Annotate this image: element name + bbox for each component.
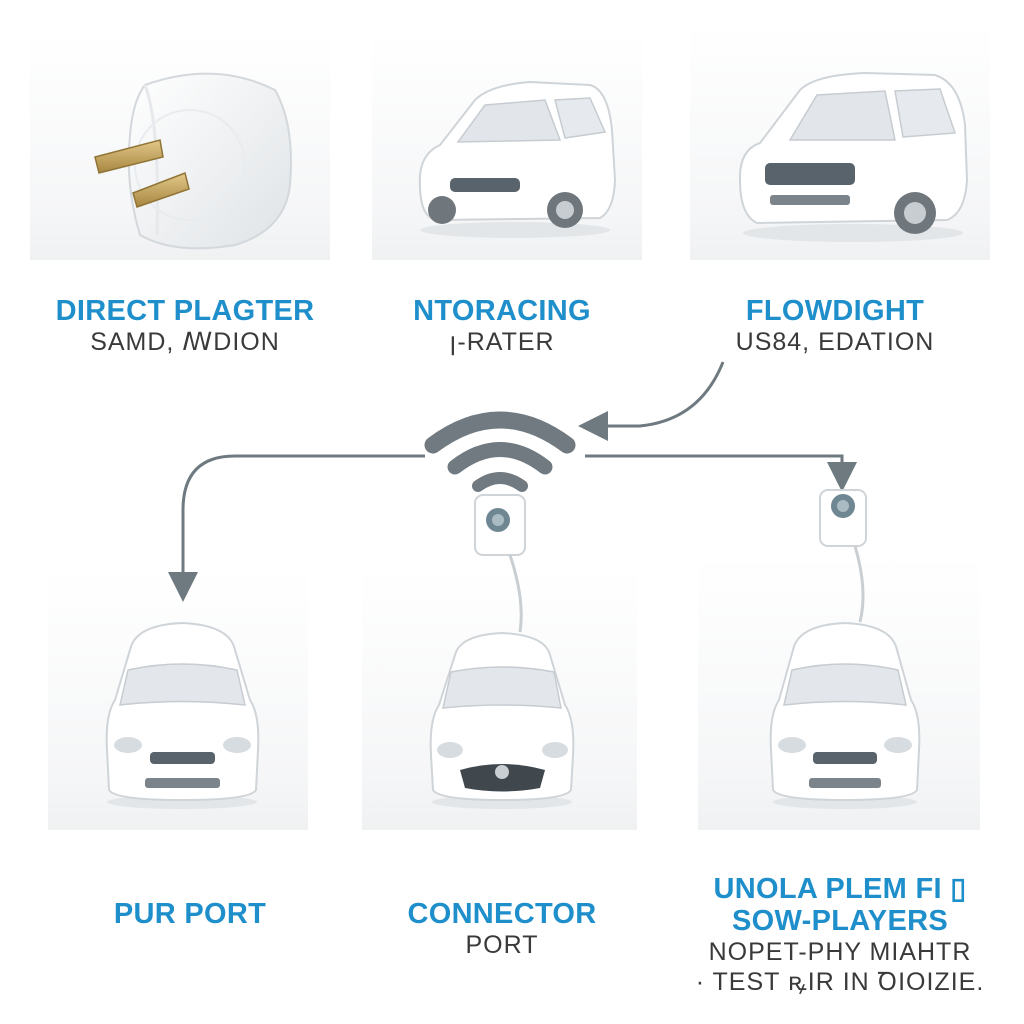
dongle-right (819, 489, 867, 623)
caption-subtitle: SAMD, ꟿDION (90, 328, 280, 356)
caption-title: DIRECT PLAGTER (55, 295, 315, 327)
caption-line4: · TEST ꝶIR IN ꝹIOIZIE. (695, 968, 985, 996)
caption-connector-port: CONNECTOR PORT (372, 898, 632, 960)
caption-subtitle: ꞁ-RATER (449, 328, 555, 356)
caption-pur-port: PUR PORT (60, 898, 320, 930)
caption-direct-plagter: DIRECT PLAGTER SAMD, ꟿDION (30, 295, 340, 357)
caption-flowdight: FLOWDIGHT US84, EDATION (705, 295, 965, 357)
car-front-icon (769, 621, 921, 809)
caption-title: FLOWDIGHT (745, 295, 925, 327)
caption-title: PUR PORT (113, 898, 267, 930)
wifi-signal-icon (424, 411, 576, 492)
truck-icon (738, 71, 969, 242)
dongle-middle (474, 494, 526, 633)
car-front-icon (429, 631, 575, 809)
caption-line3: NOPET-PHY MIAHTR (708, 938, 972, 966)
caption-title: UNOLA PLEM FI ▯ (713, 873, 967, 905)
caption-ntoracing: NTORACING ꞁ-RATER (372, 295, 632, 357)
suv-icon (418, 80, 617, 238)
connector-line-right (585, 454, 857, 492)
plug-icon (94, 72, 292, 250)
caption-subtitle: US84, EDATION (735, 328, 935, 356)
caption-title: NTORACING (413, 295, 591, 327)
connector-line-left (168, 454, 425, 602)
car-front-icon (105, 621, 260, 809)
caption-unola-plem: UNOLA PLEM FI ▯ SOW-PLAYERS NOPET-PHY MI… (665, 873, 1015, 997)
caption-subtitle: PORT (465, 931, 539, 959)
caption-title-line2: SOW-PLAYERS (732, 905, 948, 937)
connector-line-top-right (578, 361, 725, 441)
caption-title: CONNECTOR (407, 898, 597, 930)
